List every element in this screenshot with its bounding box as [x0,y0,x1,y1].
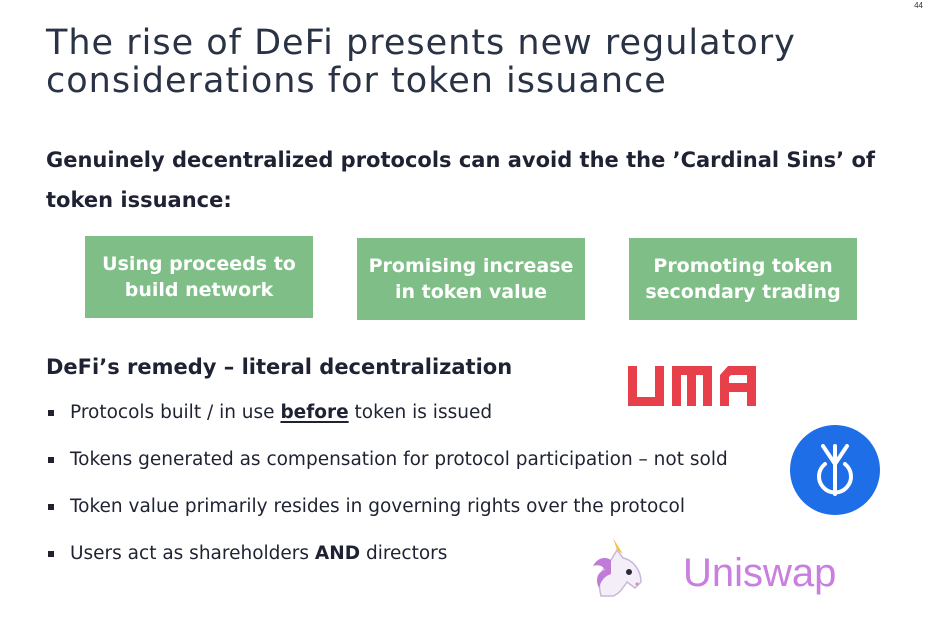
bullet-marker [48,551,54,557]
bullet-emphasis: AND [314,543,361,564]
bullet-marker [48,410,54,416]
sin-box-label: Promoting token secondary trading [645,255,841,303]
bullet-item: Protocols built / in use before token is… [46,398,786,445]
remedy-bullet-list: Protocols built / in use before token is… [46,398,786,586]
bullet-item: Tokens generated as compensation for pro… [46,445,786,492]
yearn-logo [790,425,880,515]
bullet-text-pre: Users act as shareholders [70,543,315,564]
sin-box-label: Promising increase in token value [368,255,574,303]
sin-box-label: Using proceeds to build network [102,253,296,301]
sin-box-secondary-trading: Promoting token secondary trading [629,238,857,320]
slide-title: The rise of DeFi presents new regulatory… [46,23,796,101]
uma-logo [628,366,756,406]
uniswap-wordmark: Uniswap [683,551,837,595]
bullet-text-post: token is issued [348,402,493,423]
bullet-item: Users act as shareholders AND directors [46,539,786,586]
bullet-item: Token value primarily resides in governi… [46,492,786,539]
bullet-marker [48,504,54,510]
sin-box-token-value: Promising increase in token value [357,238,585,320]
bullet-emphasis: before [280,402,349,423]
page-number: 44 [914,1,923,10]
bullet-text: Token value primarily resides in governi… [70,496,685,517]
bullet-text: Tokens generated as compensation for pro… [70,449,728,470]
unicorn-icon [593,538,642,597]
bullet-text-post: directors [360,543,448,564]
subhead: Genuinely decentralized protocols can av… [46,148,876,212]
bullet-marker [48,457,54,463]
remedy-heading: DeFi’s remedy – literal decentralization [46,355,513,379]
sin-box-proceeds: Using proceeds to build network [85,236,313,318]
bullet-text-pre: Protocols built / in use [70,402,281,423]
